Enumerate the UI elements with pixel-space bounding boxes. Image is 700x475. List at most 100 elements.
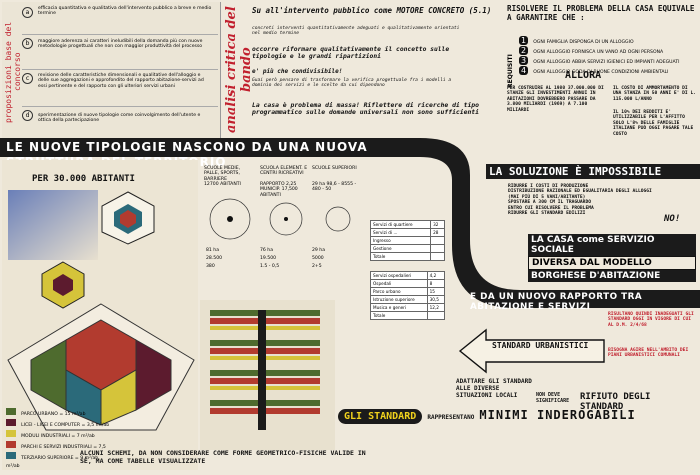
territory-hex-map bbox=[7, 303, 195, 431]
casa-line-2: DIVERSA DAL MODELLO bbox=[528, 256, 696, 270]
proposal-item: b maggiore aderenza ai caratteri ineludi… bbox=[22, 35, 218, 70]
standard-arrow-label: STANDARD URBANISTICI bbox=[492, 341, 589, 350]
standard-rifiuto: RIFIUTO DEGLI STANDARD bbox=[580, 392, 651, 412]
legend: PARCO URBANO = 15 m²/ab LICEI - LICEI E … bbox=[6, 400, 116, 469]
legend-item: TERZIARIO SUPERIORE = 9 m²/ab bbox=[6, 444, 116, 461]
analysis-line: concreti interventi quantitativamente ad… bbox=[252, 26, 460, 37]
stats-right: IL COSTO DI AMMORTAMENTO DI UNA STANZA I… bbox=[613, 86, 696, 102]
standard-non: NON DEVE SIGNIFICARE bbox=[536, 392, 570, 404]
requirement-number: 1 bbox=[519, 36, 529, 45]
hexagon-diagram bbox=[101, 191, 155, 245]
banner-curve-text: E DA UN NUOVO RAPPORTO TRA ABITAZIONE E … bbox=[470, 292, 643, 312]
legend-label: LICEI - LICEI E COMPUTER = 3,5 m²/ab bbox=[21, 423, 110, 428]
requirement-text: OGNI FAMIGLIA DISPONGA DI UN ALLOGGIO bbox=[533, 40, 634, 45]
requirement-number: 3 bbox=[519, 56, 529, 65]
figure-b: 5000 bbox=[312, 256, 324, 261]
proposal-text: sperimentazione di nuove tipologie come … bbox=[38, 113, 201, 124]
requirements-title: RISOLVERE IL PROBLEMA DELLA CASA EQUIVAL… bbox=[507, 4, 695, 22]
chart-col-head: SCUOLE MEDIE, PALLE, SPORTS, BARRIERE bbox=[204, 166, 241, 182]
bottom-strip: GLI STANDARD RAPPRESENTANO MINIMI INDERO… bbox=[338, 404, 698, 428]
proposals-panel: proposizioni base del concorso a efficac… bbox=[2, 2, 221, 140]
legend-item: LICEI - LICEI E COMPUTER = 3,5 m²/ab bbox=[6, 411, 116, 428]
table-row: Gestione bbox=[369, 244, 445, 253]
requirement-row: 3 OGNI ALLOGGIO ABBIA SERVIZI IGIENICI E… bbox=[519, 48, 697, 65]
proposal-letter: d bbox=[22, 110, 33, 121]
figure-c: 1.5 - 0,5 bbox=[260, 264, 280, 269]
analysis-line: e' più che condivisibile! bbox=[252, 68, 343, 75]
standard-adattare: ADATTARE GLI STANDARD ALLE DIVERSE SITUA… bbox=[456, 378, 532, 399]
legend-swatch bbox=[6, 430, 16, 437]
proposal-letter: a bbox=[22, 7, 33, 18]
figure-c: 2+5 bbox=[312, 264, 322, 269]
ring-charts bbox=[209, 198, 351, 240]
table-cell: 30,5 bbox=[426, 295, 446, 304]
requirement-number: 2 bbox=[519, 46, 529, 55]
table-cell: Gestione bbox=[369, 244, 432, 253]
analysis-line: occorre riformare qualitativamente il co… bbox=[252, 46, 450, 61]
legend-swatch bbox=[6, 441, 16, 448]
chart-col-sub: 29 ha 98,6 - 8555 - 480 - 50 bbox=[312, 182, 357, 193]
legend-item: PARCHI E SERVIZI INDUSTRIALI = 7,5 m²/ab bbox=[6, 433, 116, 469]
chart-col-sub: RAPPORTO 2,25 MUNICIP. 17,500 ABITANTI bbox=[260, 182, 298, 198]
hex-map-small bbox=[41, 261, 85, 309]
proposal-text: efficacia quantitativa e qualitativa del… bbox=[38, 6, 212, 17]
requirement-text: OGNI ALLOGGIO ABBIA SERVIZI IGIENICI ED … bbox=[533, 60, 680, 65]
table-cell: Musica e generi bbox=[370, 303, 428, 312]
soluzione-point: ENTRO CUI RISOLVERE IL PROBLEMA bbox=[508, 205, 594, 211]
requirements-list: 1 OGNI FAMIGLIA DISPONGA DI UN ALLOGGIO … bbox=[519, 28, 697, 75]
figure-b: 28.500 bbox=[206, 256, 223, 261]
table-cell bbox=[430, 244, 445, 253]
table-cell: Ingresso bbox=[369, 236, 432, 245]
bottom-gli-standard: GLI STANDARD bbox=[338, 409, 423, 424]
table-cell: Parco urbano bbox=[370, 287, 428, 296]
proposal-item: a efficacia quantitativa e qualitativa d… bbox=[22, 4, 218, 35]
table-cell bbox=[430, 252, 445, 261]
figure-a: 76 ha bbox=[260, 248, 274, 253]
table-row: Servizi di ...28 bbox=[369, 228, 445, 237]
figure-b: 19.500 bbox=[260, 256, 277, 261]
table-cell: Totale bbox=[370, 311, 428, 320]
allora-label: ALLORA bbox=[565, 70, 602, 81]
chart-col-head: SCUOLA ELEMENT. E CENTRI RICREATIVI bbox=[260, 166, 308, 177]
table-cell: 15 bbox=[426, 287, 446, 296]
soluzione-title: LA SOLUZIONE È IMPOSSIBILE bbox=[486, 164, 700, 179]
legend-item: MODULI INDUSTRIALI = 7 m²/ab bbox=[6, 422, 116, 439]
territory-panel: PER 30.000 ABITANTI PARCO URBANO = 15 m²… bbox=[2, 160, 198, 470]
casa-line-1: LA CASA come SERVIZIO SOCIALE bbox=[528, 234, 696, 256]
footnote: ALCUNI SCHEMI, DA NON CONSIDERARE COME F… bbox=[80, 449, 366, 465]
casa-line-3: BORGHESE D'ABITAZIONE bbox=[528, 270, 696, 282]
table-cell: Servizi di quartiere bbox=[369, 220, 432, 229]
proposal-item: c revisione delle caratteristiche dimens… bbox=[22, 70, 218, 107]
legend-swatch bbox=[6, 452, 16, 459]
standard-arrow bbox=[458, 328, 605, 374]
service-charts: SCUOLE MEDIE, PALLE, SPORTS, BARRIERE 12… bbox=[200, 160, 365, 300]
chart-col-sub: 12700 ABITANTI bbox=[204, 182, 241, 187]
requirement-row: 1 OGNI FAMIGLIA DISPONGA DI UN ALLOGGIO bbox=[519, 28, 697, 45]
stats-left: PER COSTRUIRE AL 1980 37.000.000 DI STAN… bbox=[507, 86, 604, 113]
legend-item: PARCO URBANO = 15 m²/ab bbox=[6, 400, 116, 417]
soluzione-point: RIDURRE I COSTI DI PRODUZIONE bbox=[508, 184, 589, 189]
analysis-line: Guai però pensare di trasformare la veri… bbox=[252, 78, 452, 89]
legend-label: MODULI INDUSTRIALI = 7 m²/ab bbox=[21, 434, 95, 439]
table-cell: Istruzione superiore bbox=[370, 295, 428, 304]
table-row: Ingresso bbox=[369, 236, 445, 245]
bottom-minimi: MINIMI INDEROGABILI bbox=[479, 408, 636, 422]
analysis-line: La casa è problema di massa! Riflettere … bbox=[252, 101, 480, 117]
requirement-row: 2 OGNI ALLOGGIO FORNISCA UN VANO AD OGNI… bbox=[519, 38, 697, 55]
table-cell: 8 bbox=[426, 279, 446, 288]
analysis-line: Su all'intervento pubblico come MOTORE C… bbox=[252, 6, 492, 15]
figure-a: 29 ha bbox=[312, 248, 326, 253]
requirement-number: 4 bbox=[519, 66, 529, 75]
proposal-text: revisione delle caratteristiche dimensio… bbox=[38, 73, 204, 89]
soluzione-point: RIDURRE GLI STANDARD EDILIZI bbox=[508, 211, 586, 217]
standard-right-note-1: RISULTANO QUINDI INADEGUATI GLI STANDARD… bbox=[608, 312, 694, 328]
